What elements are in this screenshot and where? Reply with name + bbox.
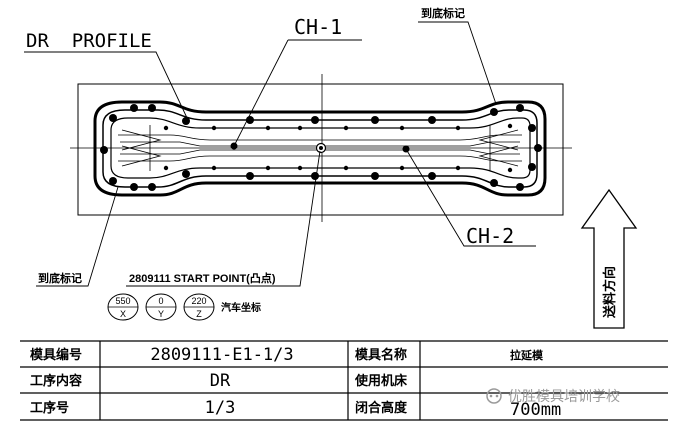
feed-direction-label: 送料方向 bbox=[602, 266, 618, 319]
ch1-label: CH-1 bbox=[294, 15, 342, 39]
coord-z-axis: Z bbox=[196, 309, 202, 319]
pin-marks bbox=[163, 123, 513, 173]
coord-y-value: 0 bbox=[158, 296, 163, 306]
coord-z-value: 220 bbox=[191, 296, 206, 306]
watermark-text: 优胜模具培训学校 bbox=[508, 388, 620, 405]
label-die-name: 模具名称 bbox=[355, 347, 407, 363]
value-shut-height: 700mm bbox=[510, 400, 561, 420]
label-die-number: 模具编号 bbox=[30, 347, 82, 363]
value-die-name: 拉延模 bbox=[510, 348, 544, 362]
punch-detail-lines bbox=[118, 125, 522, 171]
leader-lines bbox=[24, 21, 536, 287]
ch2-label: CH-2 bbox=[466, 224, 514, 248]
part-profile bbox=[110, 117, 531, 179]
value-die-number: 2809111-E1-1/3 bbox=[150, 345, 293, 365]
binder-outline bbox=[93, 100, 547, 197]
start-point-marker bbox=[315, 142, 327, 154]
title-block: 模具编号 2809111-E1-1/3 模具名称 拉延模 工序内容 DR 使用机… bbox=[20, 340, 668, 421]
watermark: 优胜模具培训学校 bbox=[486, 388, 620, 405]
coord-x-axis: X bbox=[120, 309, 126, 319]
car-coordinates: 550 X 0 Y 220 Z 汽车坐标 bbox=[107, 293, 261, 321]
watermark-logo-icon bbox=[486, 388, 502, 404]
bottom-mark-label-bottom: 到底标记 bbox=[38, 271, 82, 285]
coord-y-axis: Y bbox=[158, 309, 164, 319]
label-operation-number: 工序号 bbox=[30, 400, 69, 416]
label-operation-content: 工序内容 bbox=[30, 373, 82, 389]
dr-profile-label: DR PROFILE bbox=[26, 30, 152, 52]
start-point-label: 2809111 START POINT(凸点) bbox=[129, 271, 276, 285]
car-coordinates-label: 汽车坐标 bbox=[221, 301, 261, 314]
blank-outline bbox=[77, 83, 564, 216]
bottom-mark-label-top: 到底标记 bbox=[421, 6, 465, 20]
label-shut-height: 闭合高度 bbox=[355, 400, 408, 416]
feed-direction-arrow: 送料方向 bbox=[580, 188, 638, 329]
coord-x-value: 550 bbox=[115, 296, 130, 306]
value-operation-content: DR bbox=[210, 371, 231, 391]
value-operation-number: 1/3 bbox=[205, 398, 236, 418]
label-press-machine: 使用机床 bbox=[354, 373, 408, 389]
